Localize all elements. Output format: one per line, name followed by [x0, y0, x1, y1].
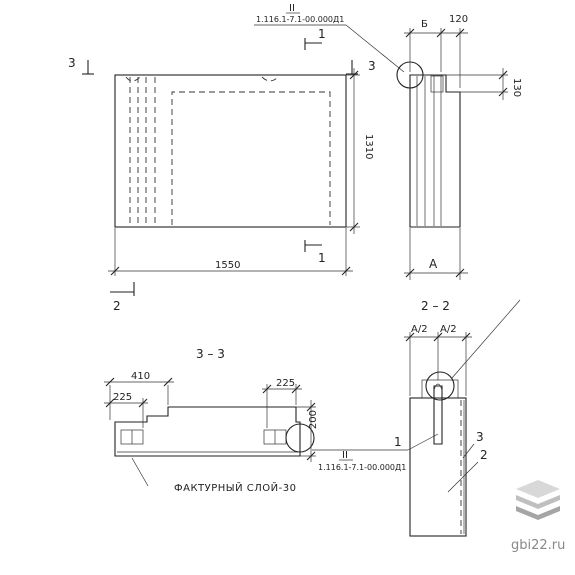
lifting-loop: [433, 385, 443, 445]
dimension-tick: [436, 28, 446, 38]
dimension-tick: [341, 266, 351, 276]
dim-a: А: [429, 257, 438, 271]
dimension-tick: [405, 28, 415, 38]
dimension-tick: [291, 384, 301, 394]
lifting-loop: [430, 75, 444, 93]
node-leader: [345, 24, 405, 73]
logo-layer-top: [516, 480, 560, 498]
dimension-tick: [110, 266, 120, 276]
dim-130: 130: [511, 78, 522, 97]
section-1-label: 1: [318, 251, 326, 265]
leader-label-2: 2: [480, 448, 488, 462]
dimension-tick: [349, 222, 359, 232]
panel-outline: [114, 74, 347, 228]
node-circle: [425, 371, 455, 401]
dimension-tick: [306, 451, 316, 461]
dim-200: 200: [308, 410, 319, 429]
dimension-tick: [433, 332, 443, 342]
leader-line: [462, 443, 475, 459]
dimension-tick: [163, 377, 173, 387]
logo-layer-middle: [516, 495, 560, 509]
section-3-label: 3: [68, 56, 76, 70]
leader-line: [407, 433, 439, 451]
section-title: 2 – 2: [421, 299, 450, 313]
height-dimension: 1310: [363, 134, 374, 159]
dim-b: Б: [421, 19, 428, 30]
hidden-opening: [171, 91, 331, 225]
dimension-tick: [262, 384, 272, 394]
leader-label-3: 3: [476, 430, 484, 444]
dimension-tick: [405, 332, 415, 342]
dimension-tick: [138, 398, 148, 408]
dimension-tick: [349, 70, 359, 80]
dim-a2-left: А/2: [411, 324, 428, 335]
node-leader: [451, 299, 521, 379]
note-leader: [131, 457, 149, 487]
dimension-tick: [306, 402, 316, 412]
leader-line: [447, 461, 479, 493]
dimension-tick: [455, 28, 465, 38]
side-view: Б 120 130 А: [396, 14, 522, 280]
lifting-loop-top: [433, 383, 443, 391]
dimension-tick: [105, 398, 115, 408]
dimension-tick: [405, 268, 415, 278]
node-ref-mark: II: [289, 3, 295, 14]
section-1-label: 1: [318, 27, 326, 41]
node-ref-mark: II: [342, 450, 348, 461]
dimension-tick: [498, 87, 508, 97]
dim-a2-right: А/2: [440, 324, 457, 335]
watermark-site: gbi22.ru: [511, 538, 565, 553]
section-2-label: 2: [113, 299, 121, 313]
lifting-loop: [261, 76, 279, 82]
watermark-logo: [516, 480, 560, 520]
section-title: 3 – 3: [196, 347, 225, 361]
dimension-tick: [498, 70, 508, 80]
dimension-tick: [461, 332, 471, 342]
front-view: 1550 1310 3 3 1 1 2 II 1.116.1-7.1-00.00…: [68, 3, 405, 313]
section-3-label: 3: [368, 59, 376, 73]
node-circle: [285, 423, 315, 453]
top-rib: [421, 379, 459, 399]
lifting-loop: [125, 76, 141, 82]
section-2-2: 2 – 2 А/2 А/2 1 3 2: [394, 299, 521, 537]
dim-225-left: 225: [113, 392, 132, 403]
texture-note: ФАКТУРНЫЙ СЛОЙ-30: [174, 481, 296, 494]
logo-layer-bottom: [516, 506, 560, 520]
node-ref-code: 1.116.1-7.1-00.000Д1: [318, 463, 406, 472]
dim-120: 120: [449, 14, 468, 25]
side-outline: [409, 74, 461, 228]
dimension-tick: [105, 377, 115, 387]
section-3-3: 3 – 3 410 225 225 200: [104, 347, 408, 494]
leader-label-1: 1: [394, 435, 402, 449]
node-ref-code: 1.116.1-7.1-00.000Д1: [256, 15, 344, 24]
dim-225-right: 225: [276, 378, 295, 389]
dim-410: 410: [131, 371, 150, 382]
dimension-tick: [455, 268, 465, 278]
section-outline: [409, 397, 467, 537]
width-dimension: 1550: [215, 260, 240, 271]
